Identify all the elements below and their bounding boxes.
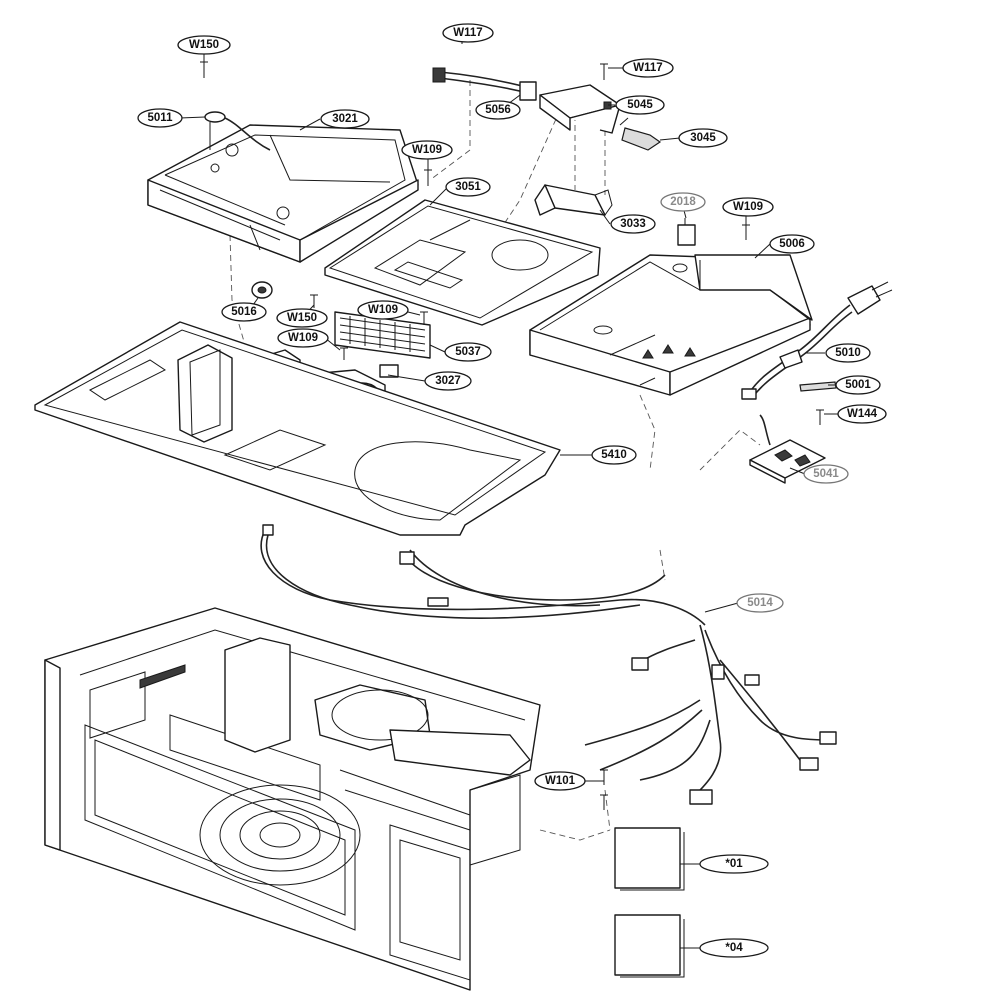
tag-5410: 5410	[591, 445, 637, 465]
svg-text:2018: 2018	[670, 196, 696, 208]
tag-w150: W150	[177, 35, 231, 55]
component-box-5045	[539, 84, 621, 134]
svg-text:W117: W117	[633, 62, 662, 74]
screw-w144-icon	[816, 409, 824, 425]
svg-text:5410: 5410	[601, 449, 627, 461]
svg-text:*04: *04	[725, 942, 743, 954]
svg-text:5016: 5016	[231, 306, 257, 318]
tag-5037: 5037	[444, 342, 492, 362]
tag-2018: 2018	[660, 192, 706, 212]
fuse-5001	[799, 381, 837, 392]
svg-text:5001: 5001	[845, 379, 871, 391]
tag-manual-04: *04	[699, 938, 769, 958]
svg-text:W150: W150	[287, 312, 317, 324]
tag-w144: W144	[837, 404, 887, 424]
tag-3027: 3027	[424, 371, 472, 391]
tag-5010: 5010	[825, 343, 871, 363]
svg-text:W109: W109	[368, 304, 398, 316]
manual-04	[614, 914, 685, 978]
svg-text:W144: W144	[847, 408, 878, 420]
svg-text:W109: W109	[288, 332, 318, 344]
tag-w109-a: W109	[401, 140, 453, 160]
tag-5016: 5016	[221, 302, 267, 322]
tag-w117-right: W117	[622, 58, 674, 78]
tag-w117-top: W117	[442, 23, 494, 43]
svg-text:5014: 5014	[747, 597, 773, 609]
bracket-3033	[534, 184, 613, 216]
tag-5001: 5001	[835, 375, 881, 395]
svg-text:3051: 3051	[455, 181, 481, 193]
tag-5006: 5006	[769, 234, 815, 254]
svg-text:5056: 5056	[485, 104, 511, 116]
duct-cover-3021	[147, 124, 419, 263]
svg-text:W150: W150	[189, 39, 219, 51]
tag-w101: W101	[534, 771, 586, 791]
part-2018	[677, 218, 696, 246]
svg-text:W117: W117	[453, 27, 482, 39]
svg-text:5045: 5045	[627, 99, 653, 111]
tag-w109-b: W109	[722, 197, 774, 217]
mounting-plate-3051	[324, 199, 601, 326]
sensor-5011	[204, 111, 271, 151]
tag-5045: 5045	[615, 95, 665, 115]
oven-cavity-chassis	[44, 607, 541, 991]
svg-text:W109: W109	[412, 144, 442, 156]
svg-text:5041: 5041	[813, 468, 839, 480]
manual-01	[614, 827, 685, 891]
tag-manual-01: *01	[699, 854, 769, 874]
svg-text:W101: W101	[545, 775, 576, 787]
svg-text:W109: W109	[733, 201, 763, 213]
svg-text:3027: 3027	[435, 375, 461, 387]
tag-w109-c: W109	[357, 300, 409, 320]
svg-text:3045: 3045	[690, 132, 716, 144]
svg-text:5010: 5010	[835, 347, 861, 359]
power-cord-5010	[741, 281, 893, 400]
svg-text:3033: 3033	[620, 218, 646, 230]
svg-text:*01: *01	[725, 858, 743, 870]
callout-tags: W150 5011 3021 W117 W117 5056 5045 3045 …	[137, 23, 887, 958]
svg-text:5006: 5006	[779, 238, 805, 250]
tag-w109-d: W109	[277, 328, 329, 348]
svg-text:5011: 5011	[148, 112, 174, 124]
screw-w150-icon	[200, 61, 208, 78]
tag-5056: 5056	[475, 100, 521, 120]
tag-5011: 5011	[137, 108, 183, 128]
wire-harness-5014	[260, 524, 837, 805]
svg-text:3021: 3021	[332, 113, 358, 125]
tag-5041: 5041	[803, 464, 849, 484]
wire-harness-5056	[432, 67, 537, 101]
circuit-board-5041	[749, 414, 826, 484]
tag-3033: 3033	[610, 214, 656, 234]
tag-3051: 3051	[445, 177, 491, 197]
base-plate-5410	[34, 321, 561, 536]
tag-3045: 3045	[678, 128, 728, 148]
filter-5037	[334, 311, 431, 359]
tag-5014: 5014	[736, 593, 784, 613]
part-3045	[619, 117, 662, 151]
tag-3021: 3021	[320, 109, 370, 129]
tag-w150-b: W150	[276, 308, 328, 328]
svg-text:5037: 5037	[455, 346, 481, 358]
thermostat-5016	[251, 281, 273, 299]
enclosure-5006	[529, 254, 813, 396]
